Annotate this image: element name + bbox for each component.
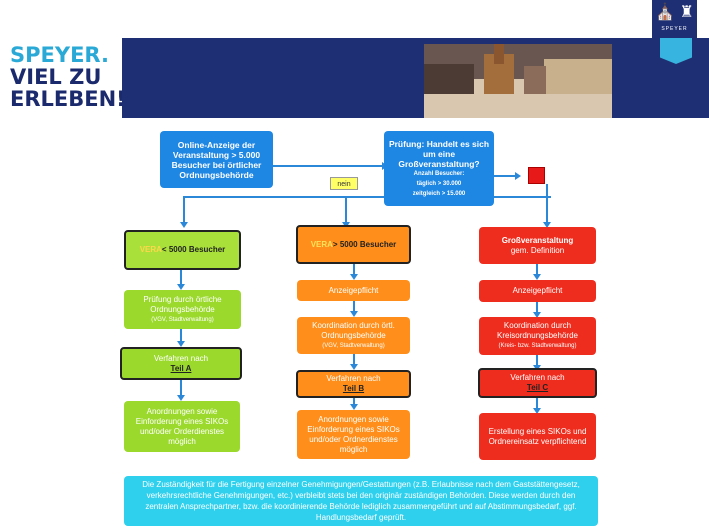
city-photo: [424, 44, 612, 118]
arrow-down: [533, 274, 541, 280]
node-grossveranstaltung: Großveranstaltung gem. Definition: [479, 227, 596, 264]
connector: [272, 165, 382, 167]
footer-note-text: Die Zuständigkeit für die Fertigung einz…: [142, 480, 580, 522]
node-anzeigepflicht-orange-text: Anzeigepflicht: [328, 285, 379, 295]
node-koordination-orange-sub: (VGV, Stadtverwaltung): [322, 342, 385, 349]
connector: [353, 301, 355, 313]
node-vera-lt-5000: VERA < 5000 Besucher: [124, 230, 241, 270]
node-pruefung: Prüfung: Handelt es sich um eine Großver…: [384, 131, 494, 206]
connector: [353, 354, 355, 366]
node-koordination-red-sub: (Kreis- bzw. Stadtverwaltung): [498, 343, 577, 349]
vera-gt-prefix: VERA: [310, 239, 333, 249]
arrow-down: [177, 395, 185, 401]
node-erstellung-siko: Erstellung eines SIKOs und Ordnereinsatz…: [479, 413, 596, 460]
verfahren-label: Verfahren nach: [326, 374, 381, 383]
teil-c-label: Teil C: [526, 383, 549, 392]
arrow-down: [350, 311, 358, 317]
arrow-down: [350, 364, 358, 370]
node-pruefung-sub2: täglich > 30.000: [416, 180, 462, 187]
connector: [180, 270, 182, 286]
teil-b-label: Teil B: [342, 384, 365, 393]
node-anordnungen-orange-text: Anordnungen sowie Einforderung eines SIK…: [307, 414, 400, 454]
brand-slogan: SPEYER. VIEL ZU ERLEBEN!: [10, 44, 126, 110]
node-verfahren-teil-a: Verfahren nach Teil A: [120, 347, 242, 380]
connector: [546, 184, 548, 226]
verfahren-label: Verfahren nach: [510, 373, 565, 382]
header-banner: [122, 38, 709, 118]
node-koordination-red-text: Koordination durch Kreisordnungsbehörde: [497, 321, 578, 340]
coat-of-arms-icon: ⛪ ♜: [655, 4, 694, 21]
connector: [353, 398, 355, 406]
node-pruefung-sub1: Anzahl Besucher:: [413, 170, 465, 177]
brand-line-3: ERLEBEN!: [10, 87, 126, 111]
brand-line-1: SPEYER.: [10, 43, 109, 67]
arrow-down: [177, 284, 185, 290]
node-online-anzeige-text: Online-Anzeige der Veranstaltung > 5.000…: [171, 139, 262, 180]
connector: [345, 196, 347, 226]
vera-gt-suffix: > 5000 Besucher: [332, 239, 397, 249]
node-koordination-red: Koordination durch Kreisordnungsbehörde …: [479, 317, 596, 355]
arrow-right: [515, 172, 521, 180]
brand-line-2: VIEL ZU: [10, 65, 102, 89]
node-pruefung-oertlich-sub: (VGV, Stadtverwaltung): [151, 316, 214, 323]
node-verfahren-teil-c: Verfahren nach Teil C: [478, 368, 597, 398]
footer-note: Die Zuständigkeit für die Fertigung einz…: [124, 476, 598, 526]
node-vera-gt-5000: VERA > 5000 Besucher: [296, 225, 411, 264]
arrow-down: [350, 404, 358, 410]
node-verfahren-teil-b: Verfahren nach Teil B: [296, 370, 411, 398]
connector: [536, 355, 538, 367]
node-anzeigepflicht-orange: Anzeigepflicht: [297, 280, 410, 301]
teil-a-label: Teil A: [170, 363, 192, 373]
node-koordination-orange: Koordination durch örtl. Ordnungsbehörde…: [297, 317, 410, 354]
node-anordnungen-green-text: Anordnungen sowie Einforderung eines SIK…: [135, 406, 229, 446]
arrow-down: [350, 274, 358, 280]
node-grossveranstaltung-title: Großveranstaltung: [501, 235, 574, 245]
node-pruefung-sub3: zeitgleich > 15.000: [412, 190, 466, 197]
node-koordination-orange-text: Koordination durch örtl. Ordnungsbehörde: [312, 320, 395, 340]
node-anordnungen-orange: Anordnungen sowie Einforderung eines SIK…: [297, 410, 410, 459]
connector: [353, 264, 355, 276]
connector: [536, 264, 538, 276]
logo-text: SPEYER: [661, 26, 688, 32]
connector: [493, 175, 515, 177]
arrow-down: [533, 408, 541, 414]
node-anordnungen-green: Anordnungen sowie Einforderung eines SIK…: [124, 401, 240, 452]
arrow-down: [533, 312, 541, 318]
node-grossveranstaltung-sub: gem. Definition: [510, 245, 565, 255]
node-anzeigepflicht-red: Anzeigepflicht: [479, 280, 596, 302]
label-nein: nein: [330, 177, 358, 190]
vera-lt-suffix: < 5000 Besucher: [161, 245, 226, 254]
arrow-down: [180, 222, 188, 228]
node-anzeigepflicht-red-text: Anzeigepflicht: [512, 286, 563, 295]
vera-lt-prefix: VERA: [139, 245, 162, 254]
arrow-down: [543, 222, 551, 228]
connector: [536, 302, 538, 314]
connector: [183, 196, 185, 226]
label-ja-marker: [528, 167, 545, 184]
connector: [180, 329, 182, 343]
verfahren-label: Verfahren nach: [153, 353, 209, 363]
arrow-down: [177, 341, 185, 347]
node-pruefung-text: Prüfung: Handelt es sich um eine Großver…: [388, 138, 490, 169]
node-pruefung-oertlich: Prüfung durch örtliche Ordnungsbehörde (…: [124, 290, 241, 329]
connector: [536, 398, 538, 410]
connector: [183, 196, 551, 198]
connector: [180, 380, 182, 396]
node-pruefung-oertlich-text: Prüfung durch örtliche Ordnungsbehörde: [143, 294, 222, 314]
node-erstellung-siko-text: Erstellung eines SIKOs und Ordnereinsatz…: [488, 426, 587, 446]
node-online-anzeige: Online-Anzeige der Veranstaltung > 5.000…: [160, 131, 273, 188]
